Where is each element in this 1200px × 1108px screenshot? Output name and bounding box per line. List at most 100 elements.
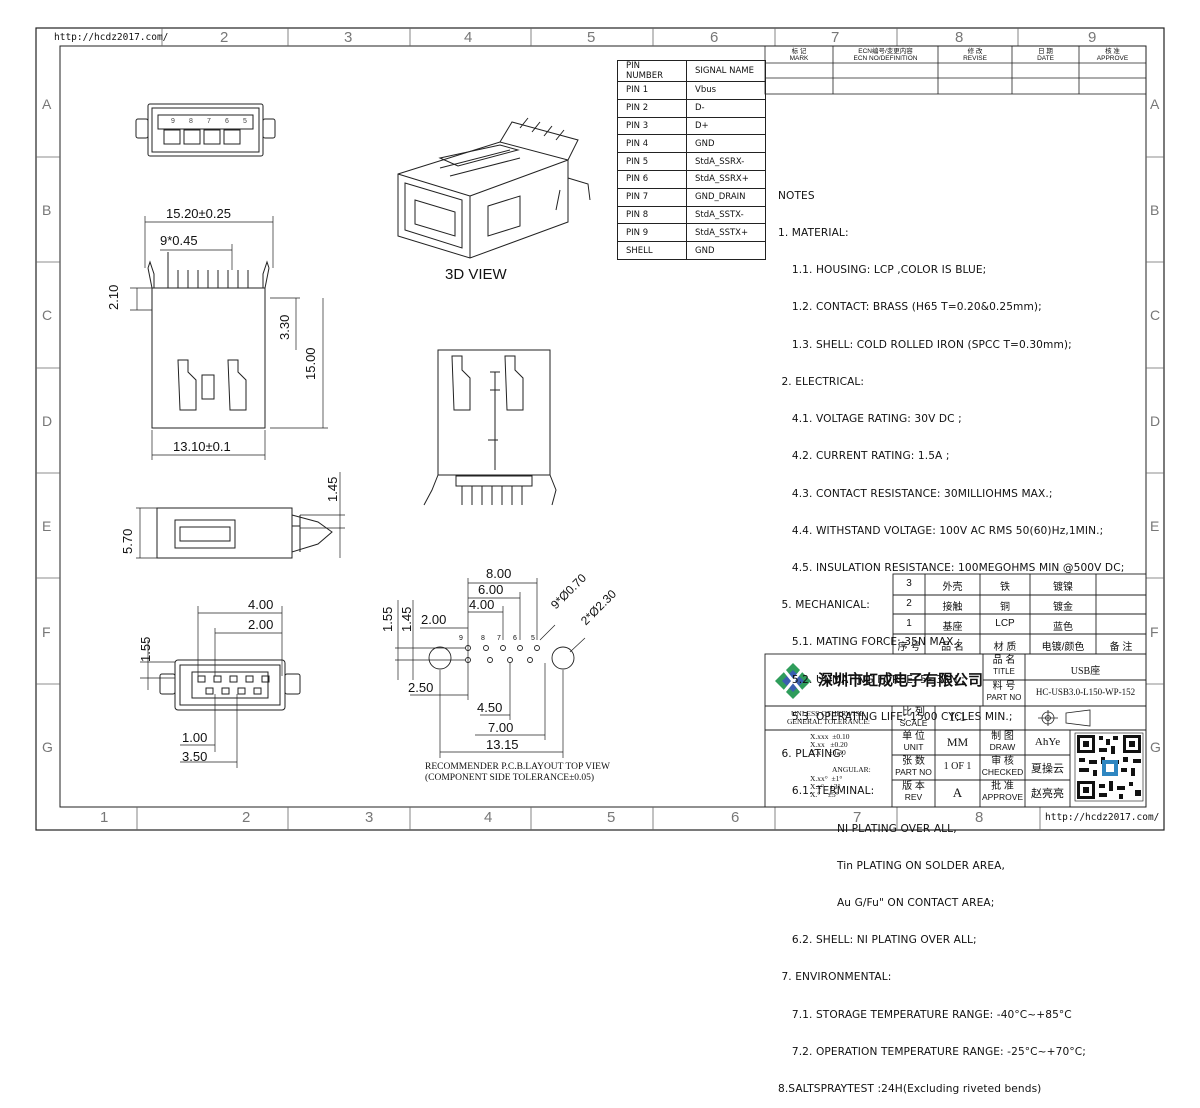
rev-label-en: REV <box>904 792 923 802</box>
column-label: 2 <box>242 809 251 826</box>
bom-cell: 基座 <box>942 622 963 633</box>
note-line: 8.SALTSPRAYTEST :24H(Excluding riveted b… <box>778 1083 1042 1096</box>
dim-l-250: 2.50 <box>408 680 434 695</box>
row-label: A <box>42 96 52 112</box>
dim-h-210: 2.10 <box>106 284 121 310</box>
row-label: C <box>42 307 53 323</box>
column-label: 9 <box>1088 29 1097 46</box>
bom-header-cell: 电镀/颜色 <box>1041 642 1085 653</box>
sheet-label-en: PART NO <box>895 767 932 777</box>
rev-mark-en: MARK <box>789 55 809 62</box>
dim-l-450: 4.50 <box>477 700 503 715</box>
dim-h-155-bottom: 1.55 <box>138 636 153 662</box>
angular-line: X.xx° ±1° <box>810 774 843 783</box>
bom-cell: 铁 <box>1000 582 1010 593</box>
pin-number-header: PIN NUMBER <box>617 60 687 82</box>
pin-cell: PIN 1 <box>617 81 687 100</box>
note-line: 5.1. MATING FORCE: 35N MAX.; <box>778 636 961 649</box>
approve-value: 赵亮亮 <box>1031 788 1064 800</box>
signal-cell: StdA_SSRX+ <box>686 169 766 189</box>
pcb-pin-label: 6 <box>513 635 517 642</box>
tolerance-line: X.x ±0.30 <box>810 748 846 757</box>
note-line: 4.4. WITHSTAND VOLTAGE: 100V AC RMS 50(6… <box>778 524 1104 537</box>
dim-l-700: 7.00 <box>488 720 514 735</box>
row-label: D <box>42 413 53 429</box>
dim-pitch-945: 9*0.45 <box>160 233 198 248</box>
dim-w-100: 1.00 <box>182 730 208 745</box>
scale-value: 1:1 <box>948 710 967 725</box>
signal-cell: Vbus <box>686 81 766 100</box>
note-line: 1.3. SHELL: COLD ROLLED IRON (SPCC T=0.3… <box>778 338 1072 351</box>
dim-h-570: 5.70 <box>120 528 135 554</box>
angular-title: ANGULAR: <box>832 765 871 774</box>
company-logo-icon <box>775 663 811 699</box>
note-line: 5. MECHANICAL: <box>778 599 870 612</box>
column-label: 3 <box>365 809 374 826</box>
note-line: 7.1. STORAGE TEMPERATURE RANGE: -40°C~+8… <box>778 1008 1072 1021</box>
rear-view <box>423 349 557 506</box>
row-label: E <box>1150 518 1160 534</box>
inner-border <box>59 45 1147 808</box>
dim-width-1310: 13.10±0.1 <box>173 439 231 454</box>
signal-cell: D+ <box>686 116 766 136</box>
unit-label-cn: 单 位 <box>902 731 925 742</box>
rev-date-cn: 日 期 <box>1038 48 1053 55</box>
note-line: 4.3. CONTACT RESISTANCE: 30MILLIOHMS MAX… <box>778 487 1053 500</box>
dim-width-1520: 15.20±0.25 <box>166 206 231 221</box>
tolerance-title-1: UNLESS OTHERWISE. <box>791 709 866 718</box>
side-view <box>156 507 333 559</box>
pcb-pin-label: 9 <box>459 635 463 642</box>
pin-cell: PIN 6 <box>617 169 687 189</box>
row-label: G <box>1150 739 1161 755</box>
front-pin-label: 7 <box>207 118 211 125</box>
bom-header-cell: 材 质 <box>993 642 1017 653</box>
pcb-layout-title: RECOMMENDER P.C.B.LAYOUT TOP VIEW <box>425 762 610 772</box>
note-line: 5.3. OPERATING LIFE: 1500 CYCLES MIN.; <box>778 710 1013 723</box>
bom-table <box>892 573 1147 655</box>
check-label-cn: 审 核 <box>991 756 1014 767</box>
column-label: 4 <box>484 809 493 826</box>
note-line: 4.5. INSULATION RESISTANCE: 100MEGOHMS M… <box>778 562 1125 574</box>
pin-cell: PIN 8 <box>617 205 687 225</box>
bottom-view <box>159 659 301 711</box>
column-label: 6 <box>710 29 719 46</box>
row-label: F <box>42 624 51 640</box>
bom-cell: 1 <box>906 618 912 629</box>
note-line: 6.2. SHELL: NI PLATING OVER ALL; <box>778 934 977 947</box>
url-bottom-label: http://hcdz2017.com/ <box>1045 812 1160 823</box>
dim-w-350: 3.50 <box>182 749 208 764</box>
rev-approve-en: APPROVE <box>1096 55 1129 62</box>
column-label: 7 <box>831 29 840 46</box>
tolerance-line: X.xxx ±0.10 <box>810 732 850 741</box>
signal-cell: StdA_SSTX+ <box>686 223 766 243</box>
column-label: 4 <box>464 29 473 46</box>
pcb-dimensions <box>395 578 586 758</box>
bom-cell: 外壳 <box>942 582 963 593</box>
title-block <box>764 653 1147 808</box>
signal-cell: GND_DRAIN <box>686 187 766 207</box>
rev-mark-cn: 标 记 <box>791 48 807 55</box>
column-label: 7 <box>853 809 862 826</box>
dim-l-1315: 13.15 <box>486 737 519 752</box>
title-label-cn: 品 名 <box>992 655 1016 666</box>
3d-view <box>397 117 591 259</box>
note-line: 4.2. CURRENT RATING: 1.5A ; <box>778 450 950 463</box>
part-label-en: PART NO <box>986 693 1022 702</box>
bom-cell: 镀镍 <box>1053 582 1073 593</box>
pin-cell: PIN 3 <box>617 116 687 136</box>
signal-name-header: SIGNAL NAME <box>686 60 766 82</box>
side-view-dimensions <box>136 472 345 559</box>
pcb-layout <box>428 645 575 670</box>
row-label: C <box>1150 307 1161 323</box>
tolerance-title-2: GENERAL TOLERANCE: <box>787 717 870 726</box>
column-label: 1 <box>100 809 109 826</box>
draw-label-cn: 制 图 <box>991 731 1014 742</box>
pin-cell: SHELL <box>617 241 687 260</box>
bom-cell: 镀金 <box>1053 602 1073 613</box>
